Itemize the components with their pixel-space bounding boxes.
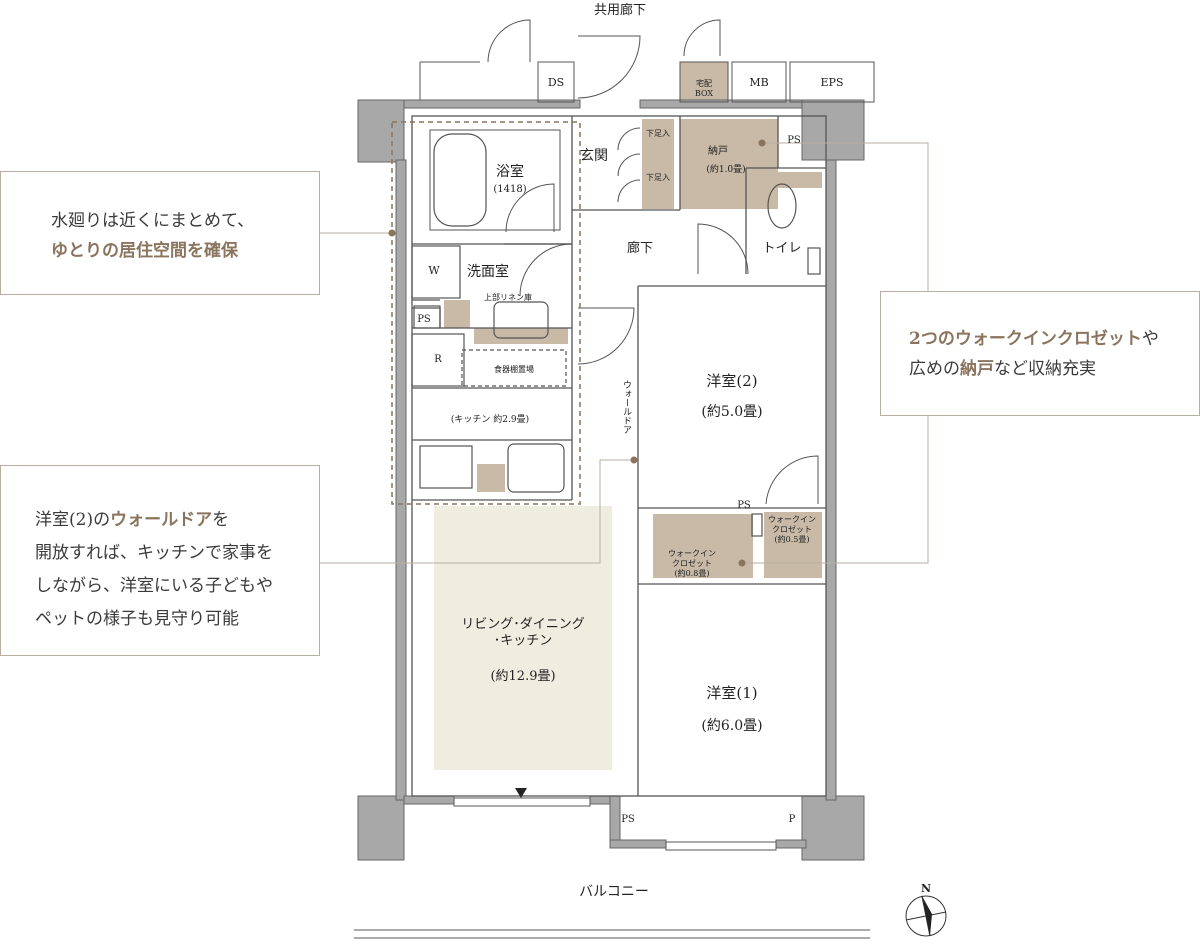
north-label: N [921,882,931,895]
shoe-storage-label-1: 下足入 [646,129,670,138]
wall-door-label: ウォールドア [621,380,632,434]
windows [354,797,870,939]
callout-wall-door: 洋室(2)のウォールドアを 開放すれば、キッチンで家事を しながら、洋室にいる子… [0,465,320,656]
callout-storage-line1-em: 2つのウォークインクロゼット [909,329,1142,349]
callout-walldoor-line4: ペットの様子も見守り可能 [35,609,239,629]
compass-icon [905,895,947,937]
entrance-arrow [515,788,527,798]
entrance-label: 玄関 [580,147,608,164]
ps-label-bottom: PS [621,814,635,825]
callout-storage-line2-em: 納戸 [960,359,994,379]
wic-small-label: ウォークインクロゼット [768,515,816,534]
callout-storage-line2-rest: など収納充実 [994,359,1096,379]
callout-storage-line1-rest: や [1141,329,1159,349]
storage-room-fill [680,119,778,209]
callout-walldoor-line3: しながら、洋室にいる子どもや [35,576,273,596]
bath-label: 浴室 [496,163,524,180]
linen-fill [444,300,470,328]
fixtures [411,129,821,537]
storage-room-size: (約1.0畳) [706,163,745,175]
water-zone-outline [391,121,581,505]
callout-walldoor-line1-rest: を [212,510,230,530]
leader-dots [388,139,766,567]
wic-small-fill [764,512,822,578]
interior-walls [411,115,827,797]
ps-label-top: PS [787,135,801,146]
corridor-common-label: 共用廊下 [594,2,646,18]
ldk-label: リビング･ダイニング･キッチン [461,617,585,648]
toilet-label: トイレ [762,241,801,256]
toilet-top-fill [752,172,822,188]
eps-label: EPS [821,76,844,89]
wic-small-size: (約0.5畳) [775,534,810,544]
walls [357,99,865,861]
ldk-highlight [434,506,612,770]
ps-label-wash: PS [417,314,431,325]
callout-water-zone: 水廻りは近くにまとめて、 ゆとりの居住空間を確保 [0,171,320,295]
wic-large-label: ウォークインクロゼット [668,549,716,568]
counter-fill [474,328,568,344]
upper-linen-label: 上部リネン庫 [484,292,532,302]
mb-label: MB [749,76,768,89]
western2-size: (約5.0畳) [701,404,762,420]
shoe-storage-fill [642,119,674,209]
ldk-size: (約12.9畳) [490,669,555,684]
ds-label: DS [548,76,564,89]
bath-size: (1418) [493,184,526,195]
doors [487,19,819,505]
callout-storage-line2-pre: 広めの [909,359,960,379]
delivery-box-fill [680,62,728,102]
wic-large-size: (約0.8畳) [675,568,710,578]
washing-machine-label: W [428,264,440,277]
callout-water-line2: ゆとりの居住空間を確保 [51,241,238,261]
callout-storage: 2つのウォークインクロゼットや 広めの納戸など収納充実 [880,291,1200,416]
western2-label: 洋室(2) [706,372,757,390]
hallway-label: 廊下 [627,240,653,256]
top-rooms [419,61,875,103]
ps-label-wic: PS [737,500,751,511]
kitchen-counter-fill [477,464,505,492]
balcony-label: バルコニー [579,884,649,900]
p-label: P [789,814,796,825]
callout-walldoor-line1-pre: 洋室(2)の [35,510,111,530]
storage-room-label: 納戸 [708,144,728,157]
callout-water-line1: 水廻りは近くにまとめて、 [51,211,255,231]
shoe-storage-label-2: 下足入 [646,173,670,182]
callout-walldoor-line1-em: ウォールドア [110,510,213,530]
western1-size: (約6.0畳) [701,718,762,734]
fridge-label: R [434,354,442,365]
wic-large-fill [653,514,753,578]
leader-lines [320,142,929,564]
cupboard-label: 食器棚置場 [494,364,534,374]
western1-label: 洋室(1) [706,684,757,702]
washroom-label: 洗面室 [467,263,509,280]
kitchen-label: (キッチン 約2.9畳) [451,413,529,425]
callout-walldoor-line2: 開放すれば、キッチンで家事を [35,543,273,563]
